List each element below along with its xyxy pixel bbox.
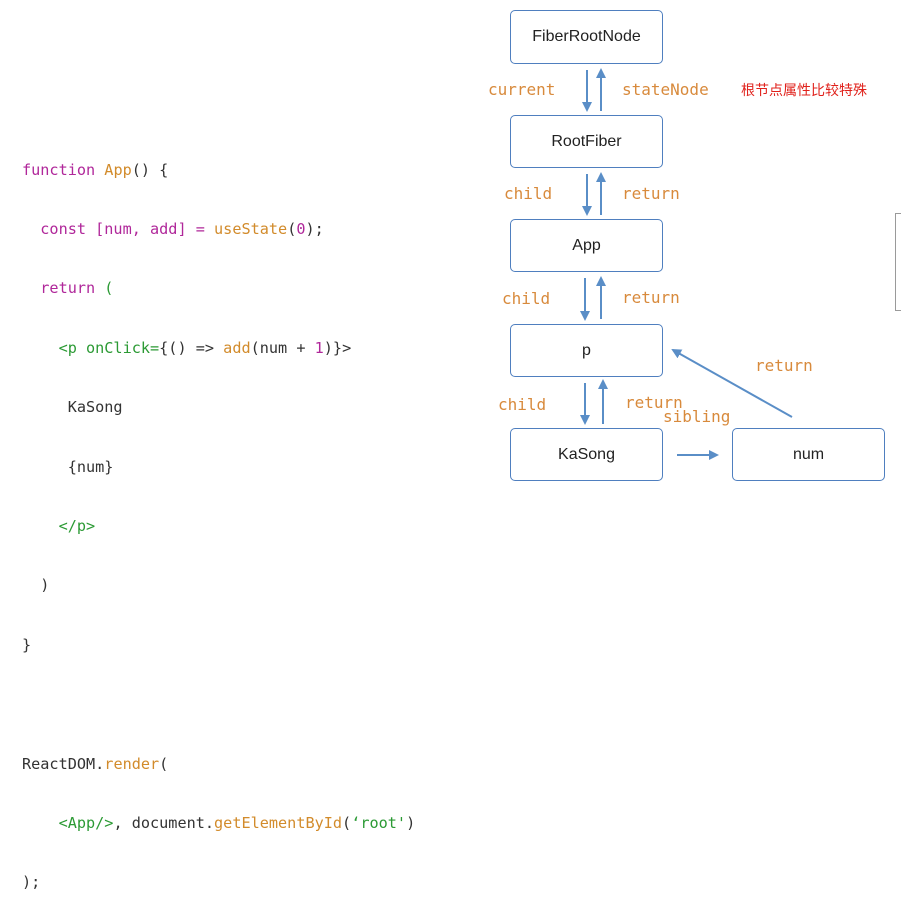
node-num: num — [732, 428, 885, 481]
code-line: const [num, add] = useState(0); — [22, 219, 324, 238]
code-line: <p onClick={() => add(num + 1)}> — [22, 338, 352, 357]
code-line: KaSong — [22, 398, 123, 417]
edge-label-child: child — [504, 184, 553, 203]
code-line: ); — [22, 873, 41, 892]
edge-label-return: return — [622, 184, 680, 203]
code-line: </p> — [22, 516, 96, 535]
return-arrow-num-p — [671, 349, 793, 418]
panel-edge — [895, 213, 901, 311]
edge-label-current: current — [488, 80, 556, 99]
node-kasong: KaSong — [510, 428, 663, 481]
node-fiber-root-node: FiberRootNode — [510, 10, 663, 64]
edge-label-state-node: stateNode — [622, 80, 709, 99]
code-line: {num} — [22, 457, 114, 476]
code-line-blank — [22, 695, 415, 715]
code-line: ) — [22, 576, 50, 595]
node-root-fiber: RootFiber — [510, 115, 663, 168]
edge-label-child: child — [502, 289, 551, 308]
edge-label-return-num: return — [755, 356, 813, 375]
code-line: return ( — [22, 279, 114, 298]
edge-label-child: child — [498, 395, 547, 414]
code-line: <App/>, document.getElementById(‘root') — [22, 813, 416, 832]
node-app: App — [510, 219, 663, 272]
edge-label-return: return — [625, 393, 683, 412]
root-node-note: 根节点属性比较特殊 — [741, 83, 867, 99]
edge-label-sibling: sibling — [663, 407, 731, 426]
edge-label-return: return — [622, 288, 680, 307]
code-line: function App() { — [22, 160, 169, 179]
fiber-tree-arrows — [580, 68, 793, 460]
code-line: } — [22, 635, 32, 654]
node-p: p — [510, 324, 663, 377]
code-line: ReactDOM.render( — [22, 754, 169, 773]
